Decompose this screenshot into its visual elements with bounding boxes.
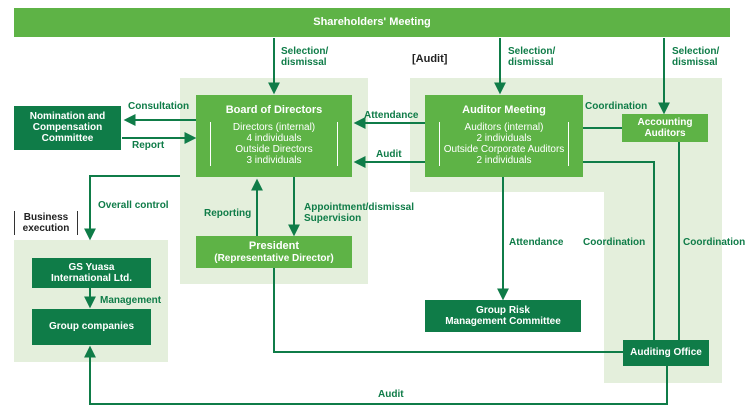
board-composition: Directors (internal) 4 individuals Outsi… xyxy=(210,122,338,166)
board-of-directors-box: Board of Directors Directors (internal) … xyxy=(196,95,352,177)
audit-header: [Audit] xyxy=(412,53,448,65)
group-companies-box: Group companies xyxy=(32,309,151,345)
business-execution-heading: Business execution xyxy=(14,211,78,235)
label-attendance-top: Attendance xyxy=(364,110,419,121)
label-report: Report xyxy=(132,140,165,151)
group-risk-committee-box: Group Risk Management Committee xyxy=(425,300,581,332)
gs-yuasa-box: GS Yuasa International Ltd. xyxy=(32,258,151,288)
label-reporting: Reporting xyxy=(204,208,252,219)
shareholders-meeting-label: Shareholders' Meeting xyxy=(313,16,431,28)
line-coordination-left xyxy=(583,161,655,340)
label-audit-mid: Audit xyxy=(376,149,402,160)
label-overall-control: Overall control xyxy=(98,200,169,211)
label-selection-auditors: Selection/dismissal xyxy=(508,46,556,68)
arrow-audit-bottom xyxy=(84,345,668,405)
president-box: President (Representative Director) xyxy=(196,236,352,268)
label-coordination-right: Coordination xyxy=(683,237,746,248)
label-coordination-left: Coordination xyxy=(583,237,646,248)
label-attendance-mid: Attendance xyxy=(509,237,564,248)
label-selection-accounting: Selection/dismissal xyxy=(672,46,720,68)
label-coordination-top: Coordination xyxy=(585,101,648,112)
accounting-auditors-box: Accounting Auditors xyxy=(622,114,708,142)
label-consultation: Consultation xyxy=(128,101,190,112)
auditor-meeting-title: Auditor Meeting xyxy=(462,104,546,116)
arrow-overall-control xyxy=(84,175,180,241)
auditor-meeting-box: Auditor Meeting Auditors (internal) 2 in… xyxy=(425,95,583,177)
auditing-office-box: Auditing Office xyxy=(623,340,709,366)
shareholders-meeting-box: Shareholders' Meeting xyxy=(14,8,730,37)
line-president-office xyxy=(273,268,623,353)
label-management: Management xyxy=(100,295,162,306)
board-title: Board of Directors xyxy=(225,104,323,116)
label-audit-bottom: Audit xyxy=(378,389,404,400)
auditor-composition: Auditors (internal) 2 individuals Outsid… xyxy=(439,122,569,166)
label-selection-board: Selection/dismissal xyxy=(281,46,329,68)
nomination-committee-box: Nomination and Compensation Committee xyxy=(14,106,121,150)
